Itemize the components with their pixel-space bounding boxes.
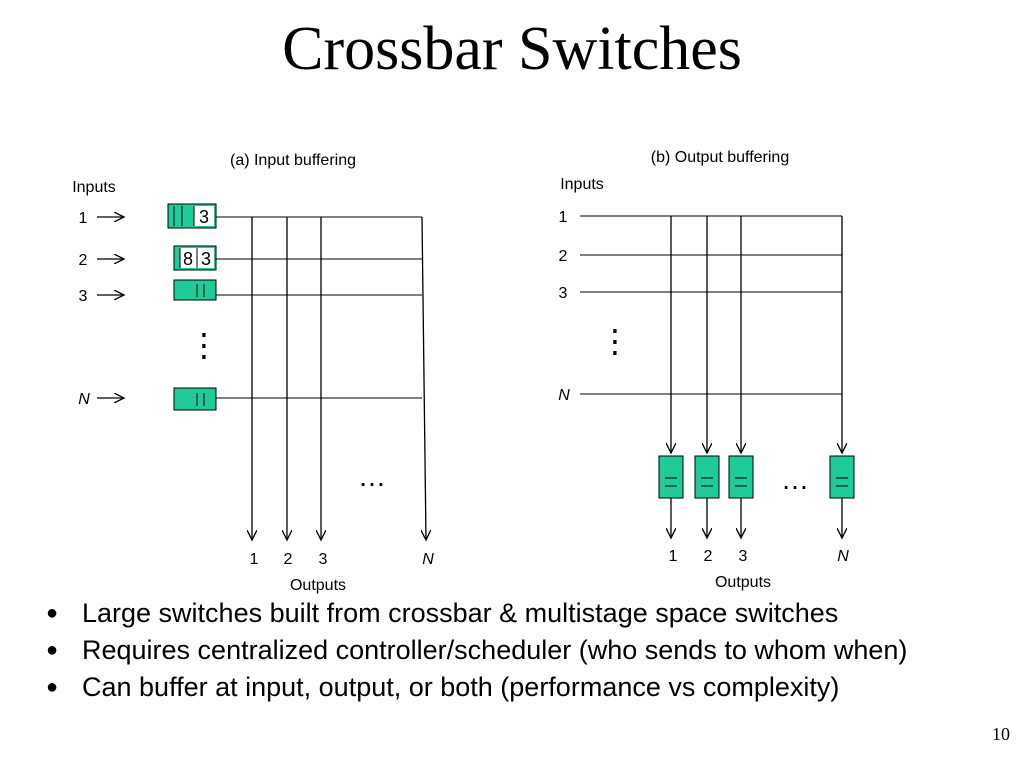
bullet-text: Requires centralized controller/schedule… [82,635,908,665]
input-buffer-n [173,387,217,411]
horizontal-ellipsis-a: … [358,461,386,492]
input-buffer-3 [173,279,217,301]
output-buffer-3 [728,455,754,499]
outputs-label-a: Outputs [290,577,346,594]
buffer-2-cell-label-1: 8 [183,249,193,269]
output-label-a-n: N [422,551,434,568]
bullet-list: ● Large switches built from crossbar & m… [40,598,970,709]
output-label-b-n: N [837,548,849,565]
input-label-a-3: 3 [79,288,88,305]
input-label-a-1: 1 [79,210,88,227]
buffer-2-cell-label-2: 3 [201,249,211,269]
outputs-label-b: Outputs [715,574,771,591]
bullet-dot-icon: ● [46,639,59,661]
input-buffering-diagram: (a) Input buffering Inputs 1 2 3 N 3 8 3 [72,152,434,594]
page-number: 10 [992,724,1010,744]
input-label-b-3: 3 [559,285,568,302]
bullet-item: ● Large switches built from crossbar & m… [40,598,970,629]
output-buffering-caption: (b) Output buffering [651,149,789,166]
bullet-text: Large switches built from crossbar & mul… [82,598,839,628]
slide-title: Crossbar Switches [282,15,742,83]
input-label-a-2: 2 [79,252,88,269]
bullet-dot-icon: ● [46,602,59,624]
vertical-ellipsis-a: ⋮ [188,327,220,363]
output-label-a-1: 1 [250,551,259,568]
input-label-b-n: N [558,387,570,404]
input-buffer-1: 3 [167,203,217,229]
bullet-item: ● Can buffer at input, output, or both (… [40,672,970,703]
inputs-label-b: Inputs [560,176,604,193]
output-label-a-2: 2 [284,551,293,568]
output-label-b-3: 3 [739,548,748,565]
input-buffer-2: 8 3 [173,245,217,271]
output-buffer-2 [694,455,720,499]
input-label-a-n: N [78,391,90,408]
input-label-b-1: 1 [559,209,568,226]
vertical-ellipsis-b: ⋮ [599,323,631,359]
bullet-dot-icon: ● [46,676,59,698]
output-buffering-diagram: (b) Output buffering Inputs 1 2 3 N ⋮ [558,149,855,591]
output-label-b-2: 2 [704,548,713,565]
output-label-b-1: 1 [669,548,678,565]
buffer-1-cell-label: 3 [199,207,209,227]
bullet-item: ● Requires centralized controller/schedu… [40,635,970,666]
horizontal-ellipsis-b: … [781,464,809,495]
input-buffering-caption: (a) Input buffering [230,152,356,169]
input-label-b-2: 2 [559,248,568,265]
output-line-a-n [422,216,426,540]
bullet-text: Can buffer at input, output, or both (pe… [82,672,840,702]
output-buffer-n [829,455,855,499]
inputs-label-a: Inputs [72,179,116,196]
output-label-a-3: 3 [319,551,328,568]
output-buffer-1 [658,455,684,499]
crossbar-diagrams: (a) Input buffering Inputs 1 2 3 N 3 8 3 [72,149,855,594]
